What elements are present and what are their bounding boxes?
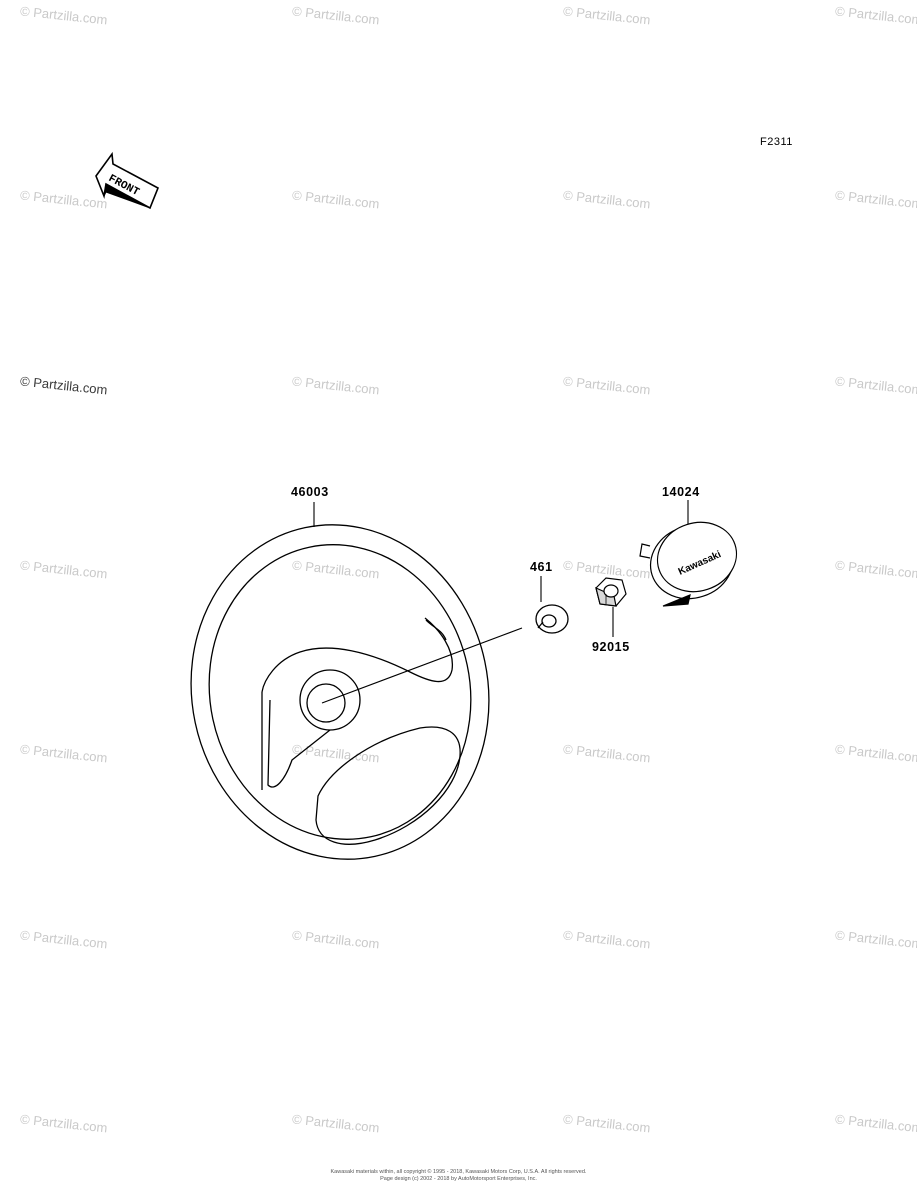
part-label-14024[interactable]: 14024	[662, 485, 700, 499]
hub-cap: Kawasaki	[639, 521, 738, 607]
washer	[535, 604, 569, 634]
part-label-46003[interactable]: 46003	[291, 485, 329, 499]
front-arrow-icon: FRONT	[95, 151, 160, 210]
nut	[595, 577, 627, 607]
part-label-461[interactable]: 461	[530, 560, 553, 574]
copyright-line-1: Kawasaki materials within, all copyright…	[330, 1169, 587, 1175]
copyright-line-2: Page design (c) 2002 - 2018 by AutoMotor…	[380, 1176, 537, 1182]
part-label-92015[interactable]: 92015	[592, 640, 630, 654]
leader-lines	[313, 500, 689, 704]
steering-wheel	[190, 524, 490, 860]
figure-code: F2311	[760, 136, 793, 148]
